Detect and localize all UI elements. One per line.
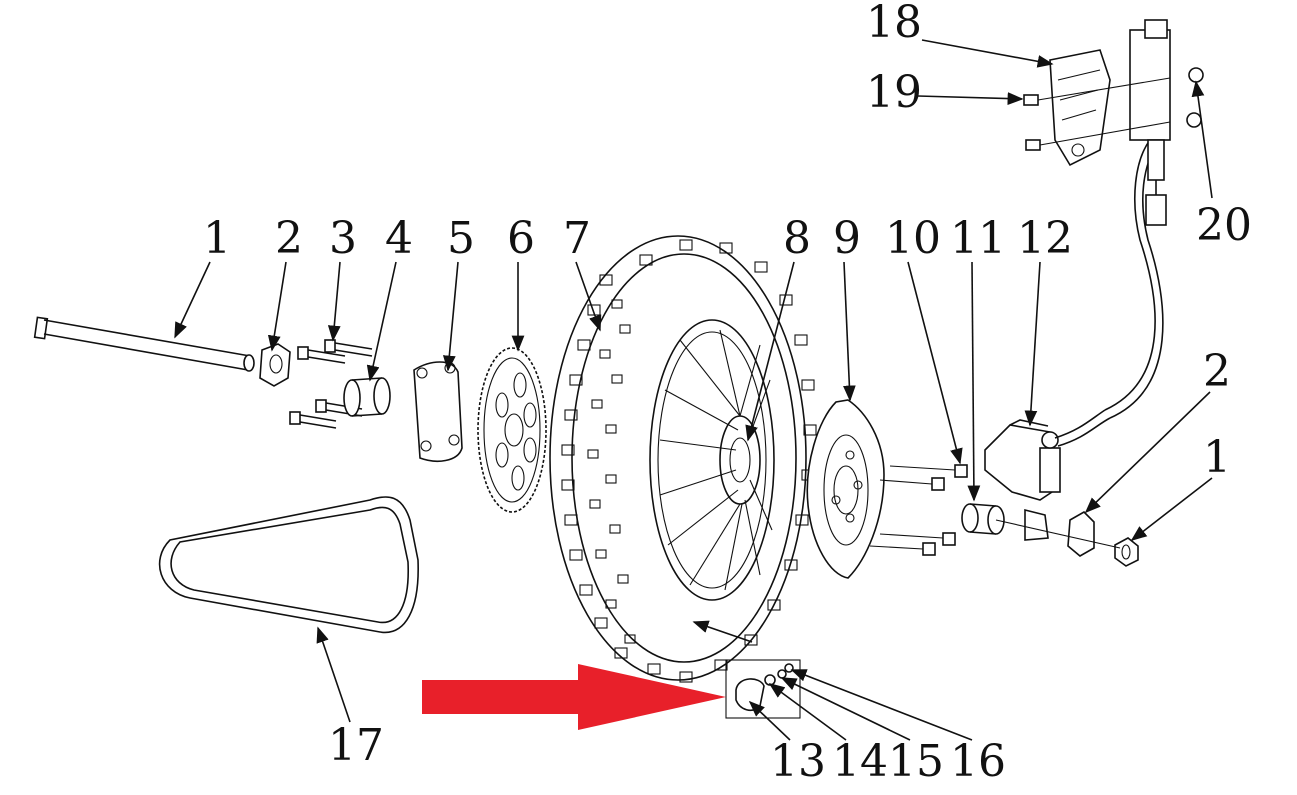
callout-4: 4 (385, 213, 413, 264)
callout-1: 1 (203, 213, 231, 264)
callout-6: 6 (507, 213, 535, 264)
callout-2-right: 2 (1203, 346, 1231, 397)
callout-1-right: 1 (1203, 432, 1231, 483)
master-cylinder-bolts (1023, 77, 1171, 151)
wheel-spacer-right (961, 503, 1005, 535)
callout-13: 13 (770, 736, 826, 787)
valve-stem-detail-box (725, 659, 801, 719)
brake-disc (806, 399, 885, 579)
brake-hose (1104, 139, 1164, 419)
sprocket-guard-plate (413, 361, 463, 462)
callout-16: 16 (950, 736, 1006, 787)
callout-18: 18 (866, 0, 922, 48)
callout-numbers: 1 2 3 4 5 6 7 8 9 10 11 12 2 1 13 14 15 … (203, 0, 1252, 787)
callout-15: 15 (888, 736, 944, 787)
axle-nut (1114, 537, 1139, 567)
chain-adjuster-right (1067, 511, 1095, 557)
drive-chain (158, 496, 419, 634)
rear-sprocket (477, 347, 547, 513)
callout-19: 19 (866, 67, 922, 118)
disc-bolts (869, 464, 968, 556)
rear-tire (549, 235, 817, 683)
rear-axle (33, 316, 255, 372)
rear-wheel-rim (649, 319, 775, 601)
callout-17: 17 (328, 720, 384, 771)
wheel-spacer-left (343, 377, 391, 417)
callout-12: 12 (1017, 213, 1073, 264)
callout-20: 20 (1196, 200, 1252, 251)
callout-9: 9 (833, 213, 861, 264)
callout-2: 2 (275, 213, 303, 264)
rear-master-cylinder (1049, 19, 1171, 226)
chain-adjuster-left (259, 343, 291, 387)
callout-3: 3 (329, 213, 357, 264)
leader-lines (174, 39, 1213, 741)
highlight-arrow (422, 664, 726, 730)
callout-14: 14 (832, 736, 888, 787)
callout-7: 7 (563, 213, 591, 264)
axle-centerline-right (995, 519, 1121, 549)
brake-caliper (984, 409, 1111, 541)
callout-11: 11 (950, 213, 1006, 264)
callout-8: 8 (783, 213, 811, 264)
callout-5: 5 (447, 213, 475, 264)
callout-10: 10 (885, 213, 941, 264)
